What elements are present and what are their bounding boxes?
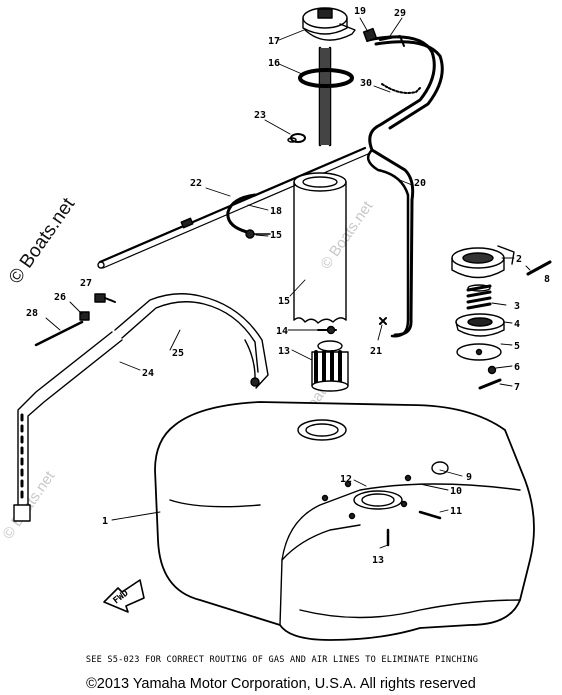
- part-21-hose: [366, 148, 410, 338]
- part-5-gasket: [456, 343, 502, 361]
- watermark-faint: © Boats.net: [317, 197, 376, 272]
- part-30-31-fuel-lines: [362, 27, 444, 337]
- callout-2: 2: [516, 254, 522, 265]
- callout-27: 26: [54, 292, 66, 303]
- callout-24: 23: [254, 110, 266, 121]
- callout-29: 28: [26, 308, 38, 319]
- callout-5: 5: [514, 341, 520, 352]
- part-15-lower-clamp: [317, 325, 337, 335]
- callout-26: 25: [172, 348, 184, 359]
- part-18-fuel-cock: [302, 7, 356, 147]
- callout-31: 30: [360, 78, 372, 89]
- callout-10: 10: [450, 486, 462, 497]
- callout-9: 9: [466, 472, 472, 483]
- callout-15-lower: 14: [276, 326, 288, 337]
- callout-22: 21: [370, 346, 382, 357]
- callout-3: 3: [514, 301, 520, 312]
- part-7-screw: [478, 378, 502, 390]
- leader-lines: [45, 17, 531, 549]
- callout-1: 1: [102, 516, 108, 527]
- part-8-screw: [526, 260, 552, 276]
- callout-4: 4: [514, 319, 520, 330]
- part-15-clamp: [245, 229, 271, 239]
- routing-note: SEE S5-023 FOR CORRECT ROUTING OF GAS AN…: [85, 655, 479, 665]
- part-27-nut: [79, 311, 90, 321]
- part-3-spring: [466, 284, 492, 310]
- callout-17: 16: [268, 58, 280, 69]
- part-1-fuel-tank: [154, 401, 535, 641]
- part-26-bracket-strap: [114, 293, 269, 389]
- callout-15-upper: 15: [270, 230, 282, 241]
- callout-30: 29: [394, 8, 406, 19]
- callout-20: 19: [354, 6, 366, 17]
- callout-8: 8: [544, 274, 550, 285]
- callout-16: 15: [278, 296, 290, 307]
- part-25-support-strap: [13, 331, 123, 522]
- part-6-washer: [487, 365, 497, 375]
- part-19-breather-hose: [226, 193, 257, 234]
- part-24-clip: [287, 133, 306, 143]
- callout-25: 24: [142, 368, 154, 379]
- callout-14: 13: [278, 346, 290, 357]
- callout-7: 7: [514, 382, 520, 393]
- part-22-clip: [379, 317, 387, 325]
- copyright-notice: ©2013 Yamaha Motor Corporation, U.S.A. A…: [86, 676, 476, 692]
- part-29-long-bolt: [34, 320, 84, 347]
- callout-18: 17: [268, 36, 280, 47]
- callout-6: 6: [514, 362, 520, 373]
- part-2-filler-neck: [451, 245, 515, 279]
- part-14-strainer: [311, 340, 349, 392]
- part-4-cap-plate: [455, 313, 505, 337]
- callout-13: 13: [372, 555, 384, 566]
- watermark-main: © Boats.net: [5, 194, 80, 288]
- callout-19: 18: [270, 206, 282, 217]
- callout-labels: 17 19 29 16 30 23 22 20 18 15 15 14 13 2…: [26, 6, 550, 606]
- part-17-o-ring: [298, 68, 354, 88]
- callout-11: 11: [450, 506, 462, 517]
- callout-21: 20: [414, 178, 426, 189]
- callout-23: 22: [190, 178, 202, 189]
- callout-12: 12: [340, 474, 352, 485]
- fwd-arrow: [103, 579, 145, 613]
- callout-28: 27: [80, 278, 92, 289]
- part-16-filter-tube: [293, 172, 347, 324]
